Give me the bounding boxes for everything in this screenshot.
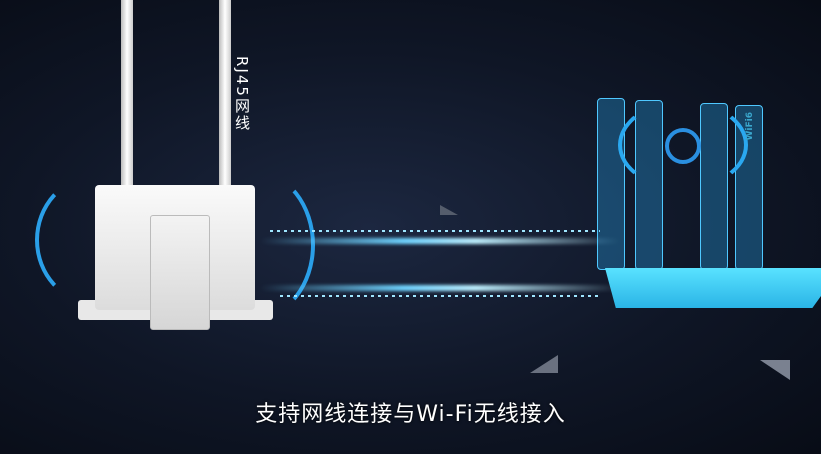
shard (530, 355, 558, 373)
data-beam-top (260, 238, 620, 244)
data-stream (280, 295, 600, 297)
subtitle: 支持网线连接与Wi-Fi无线接入 (255, 402, 566, 427)
router-antenna (597, 98, 625, 270)
wifi-signal-arc (618, 100, 748, 190)
device-clip (150, 215, 210, 330)
shard (440, 205, 458, 215)
shard (760, 360, 790, 380)
data-beam-bottom (260, 285, 620, 291)
cable-right (219, 0, 231, 190)
signal-arc-right (195, 170, 315, 320)
cable-label: RJ45网线 (233, 56, 251, 132)
router-antenna (735, 105, 763, 270)
router-body (605, 268, 821, 308)
cable-left (121, 0, 133, 190)
antenna-logo: WiFi6 (745, 112, 755, 141)
data-stream (270, 230, 600, 232)
signal-arc-left (35, 175, 155, 305)
